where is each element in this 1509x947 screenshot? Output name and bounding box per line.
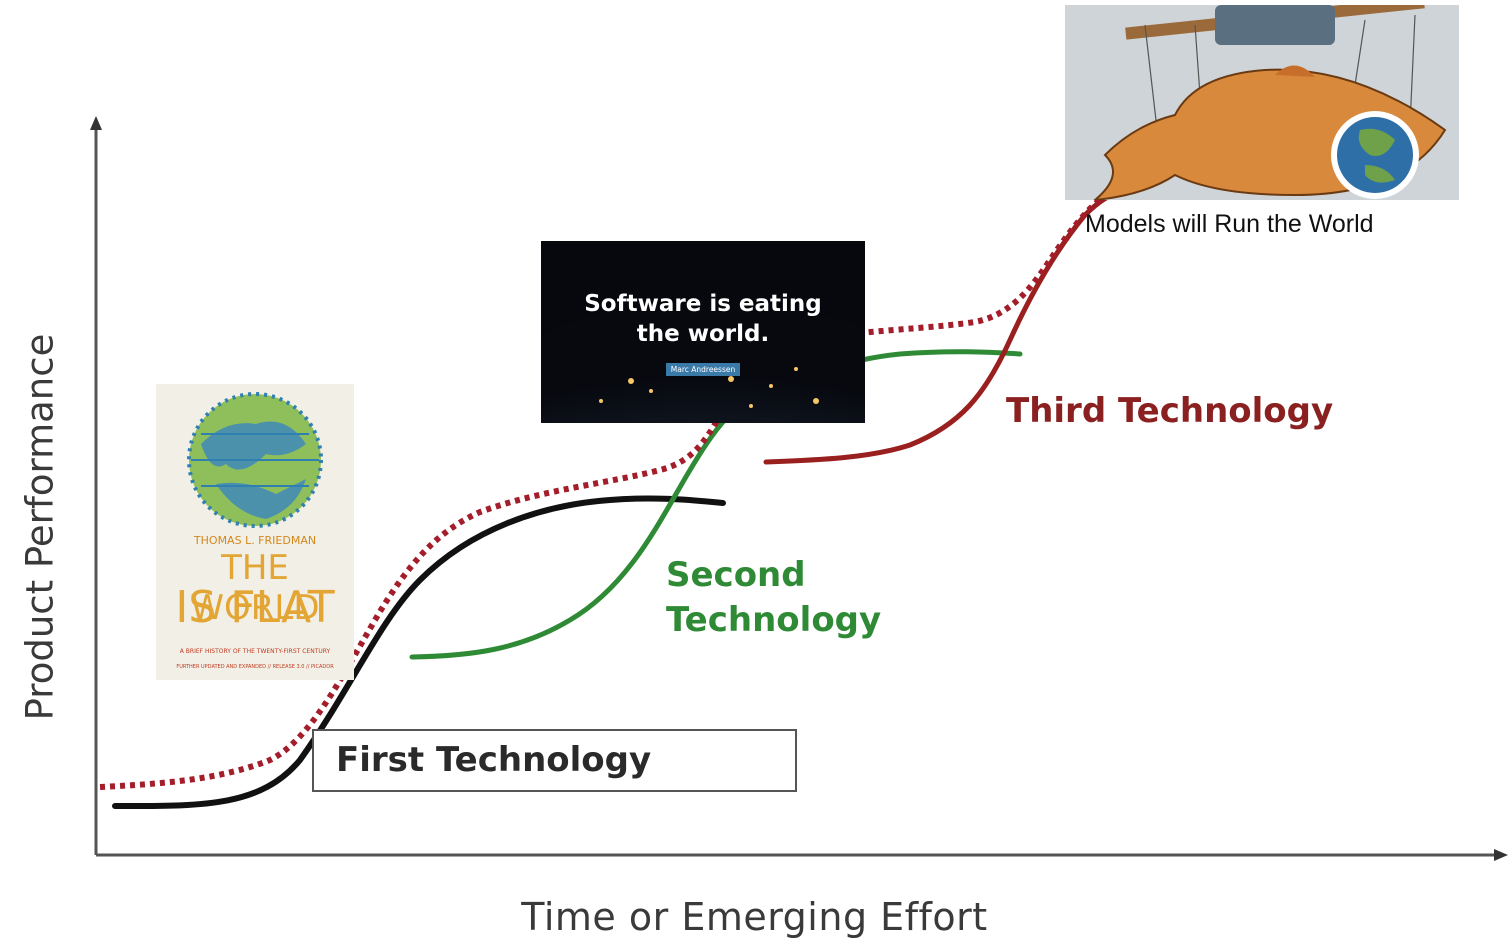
second-technology-label: Second Technology — [666, 553, 881, 643]
software-quote-line1: Software is eating — [584, 291, 822, 317]
globe-icon — [187, 392, 323, 528]
book-footer: FURTHER UPDATED AND EXPANDED // RELEASE … — [176, 664, 334, 670]
book-title-line2: IS FLAT — [175, 582, 335, 633]
book-title-line1: THE WORLD — [190, 548, 320, 628]
earth-night-icon — [541, 241, 865, 423]
first-technology-label: First Technology — [336, 740, 652, 780]
x-axis-arrow-icon — [1494, 849, 1508, 861]
first-technology-box — [312, 729, 797, 792]
models-run-world-image — [1065, 5, 1459, 200]
software-eating-world-image: Software is eating the world. Marc Andre… — [541, 241, 865, 423]
fish-eating-globe-icon — [1065, 5, 1459, 200]
y-axis-arrow-icon — [90, 116, 102, 130]
second-technology-curve — [409, 349, 1023, 660]
book-author: THOMAS L. FRIEDMAN — [193, 534, 317, 547]
x-axis-label: Time or Emerging Effort — [521, 895, 988, 939]
envelope-dotted-curve — [99, 189, 1112, 790]
y-axis-label: Product Performance — [18, 333, 62, 721]
second-technology-label-line2: Technology — [666, 600, 882, 640]
second-technology-label-line1: Second — [666, 555, 806, 595]
software-quote-line2: the world. — [636, 321, 770, 347]
models-caption: Models will Run the World — [1085, 210, 1374, 238]
software-quote: Software is eating the world. — [541, 289, 865, 349]
third-technology-label: Third Technology — [1006, 391, 1334, 431]
first-technology-curve — [112, 495, 726, 810]
book-subtitle: A BRIEF HISTORY OF THE TWENTY-FIRST CENT… — [179, 648, 331, 655]
world-is-flat-book-cover: THOMAS L. FRIEDMAN THE WORLD IS FLAT A B… — [156, 384, 354, 680]
software-quote-author: Marc Andreessen — [666, 363, 740, 376]
